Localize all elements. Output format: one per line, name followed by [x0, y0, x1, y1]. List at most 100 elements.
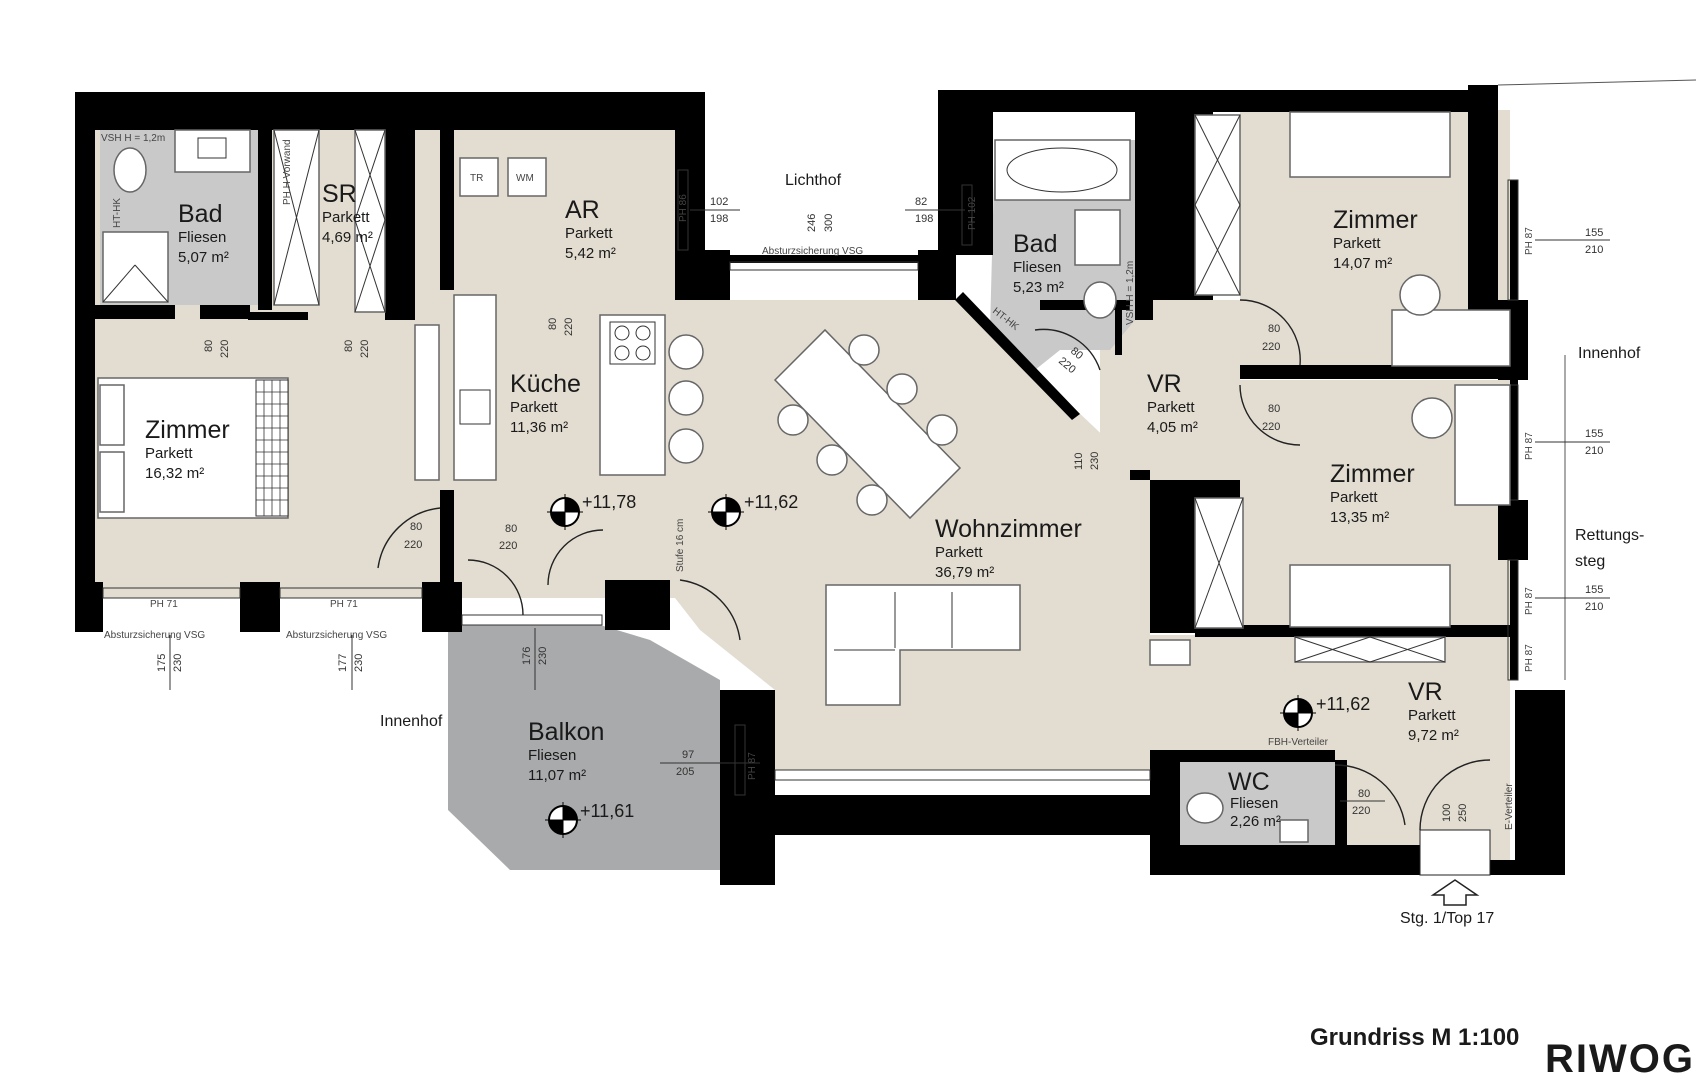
- room-floor-ar: Parkett: [565, 225, 613, 242]
- shower-diag: [134, 264, 169, 303]
- dim: 110: [1073, 452, 1085, 470]
- wall: [1515, 690, 1565, 865]
- window: [1507, 559, 1519, 681]
- dim: 230: [537, 647, 549, 665]
- label-fbh: FBH-Verteiler: [1268, 737, 1329, 748]
- dim: 250: [1457, 804, 1469, 822]
- dim: 198: [915, 213, 933, 225]
- label-ph87a: PH 87: [1524, 227, 1535, 255]
- room-floor-zimmer2: Parkett: [1333, 235, 1381, 252]
- dim: 155: [1585, 227, 1603, 239]
- door: [377, 507, 441, 569]
- washbasin: [1074, 209, 1121, 266]
- wardrobe-x: [1369, 636, 1446, 663]
- basin-inner: [197, 137, 227, 159]
- room-name-wc: WC: [1228, 768, 1270, 796]
- label-ph102: PH 102: [967, 196, 978, 230]
- label-wm: WM: [516, 173, 534, 184]
- room-name-vr2: VR: [1408, 678, 1443, 706]
- label-ph86: PH 86: [678, 194, 689, 222]
- wall: [1335, 760, 1347, 850]
- room-area-sr: 4,69 m²: [322, 229, 373, 246]
- level-markers: [545, 494, 1316, 838]
- wall: [955, 292, 1080, 420]
- dim: 230: [353, 654, 365, 672]
- room-name-bad2: Bad: [1013, 230, 1057, 258]
- dim: 175: [156, 654, 168, 672]
- wall: [95, 305, 175, 319]
- dim: 220: [359, 340, 371, 358]
- wall: [385, 130, 415, 320]
- dim: 210: [1585, 601, 1603, 613]
- chair: [856, 484, 888, 516]
- wardrobe: [1194, 114, 1241, 296]
- label-vsh-bad2: VSH H = 1,2m: [1125, 261, 1136, 325]
- room-name-zimmer2: Zimmer: [1333, 206, 1418, 234]
- window: [677, 169, 689, 251]
- dryer: [459, 157, 499, 197]
- sink: [459, 389, 491, 425]
- label-ph87b: PH 87: [1524, 432, 1535, 460]
- level-balkon: +11,61: [580, 801, 634, 821]
- dim: 220: [404, 539, 422, 551]
- room-area-bad1: 5,07 m²: [178, 249, 229, 266]
- room-area-zimmer3: 13,35 m²: [1330, 509, 1389, 526]
- windows: [102, 169, 1519, 796]
- wall: [938, 90, 1468, 112]
- door: [547, 529, 604, 586]
- desk-chair: [1411, 397, 1453, 439]
- window: [279, 587, 423, 599]
- entrance-door: [1419, 829, 1491, 876]
- bathtub: [994, 139, 1131, 201]
- level-marker-icon: [547, 494, 583, 530]
- wall: [75, 582, 103, 632]
- room-area-balkon: 11,07 m²: [528, 767, 586, 784]
- label-tr: TR: [470, 173, 483, 184]
- wall: [1150, 480, 1240, 498]
- room-area-bad2: 5,23 m²: [1013, 279, 1064, 296]
- dim: 205: [676, 766, 694, 778]
- level-marker-icon: [708, 494, 744, 530]
- room-name-zimmer1: Zimmer: [145, 416, 230, 444]
- kitchen-counter: [453, 294, 497, 481]
- dim: 210: [1585, 445, 1603, 457]
- dim: 220: [1262, 421, 1280, 433]
- label-ht-hk1: HT-HK: [112, 198, 123, 228]
- window: [774, 769, 1151, 781]
- wall: [440, 490, 454, 600]
- level-kueche: +11,78: [582, 492, 636, 512]
- dim: 246: [806, 214, 818, 232]
- wall: [728, 255, 918, 263]
- dim: 230: [172, 654, 184, 672]
- label-ph87c: PH 87: [1524, 587, 1535, 615]
- wall: [240, 582, 280, 632]
- toilet: [1083, 281, 1117, 319]
- chair: [777, 404, 809, 436]
- dim: 177: [337, 654, 349, 672]
- room-floor-vr1: Parkett: [1147, 399, 1195, 416]
- wardrobe-x: [1294, 636, 1371, 663]
- label-absturz-2: Absturzsicherung VSG: [286, 630, 387, 641]
- zimmer1-wardrobe: [414, 324, 440, 481]
- wall: [75, 92, 705, 130]
- door: [679, 579, 741, 641]
- wardrobe-x: [1194, 204, 1241, 296]
- label-absturz-1: Absturzsicherung VSG: [104, 630, 205, 641]
- window: [729, 261, 919, 271]
- dim: 80: [547, 318, 559, 330]
- door: [1334, 764, 1406, 826]
- label-ph87e: PH 87: [747, 752, 758, 780]
- dim: 80: [410, 521, 422, 533]
- label-ph87d: PH 87: [1524, 644, 1535, 672]
- chair: [926, 414, 958, 446]
- wall: [720, 690, 775, 885]
- label-ph71a: PH 71: [150, 599, 178, 610]
- vr-wardrobe: [1294, 636, 1446, 663]
- dim: 82: [915, 196, 927, 208]
- window: [961, 184, 973, 246]
- room-area-wc: 2,26 m²: [1230, 813, 1281, 830]
- wall: [1498, 500, 1528, 560]
- wall: [938, 90, 993, 255]
- wall: [422, 582, 462, 632]
- room-name-sr: SR: [322, 180, 357, 208]
